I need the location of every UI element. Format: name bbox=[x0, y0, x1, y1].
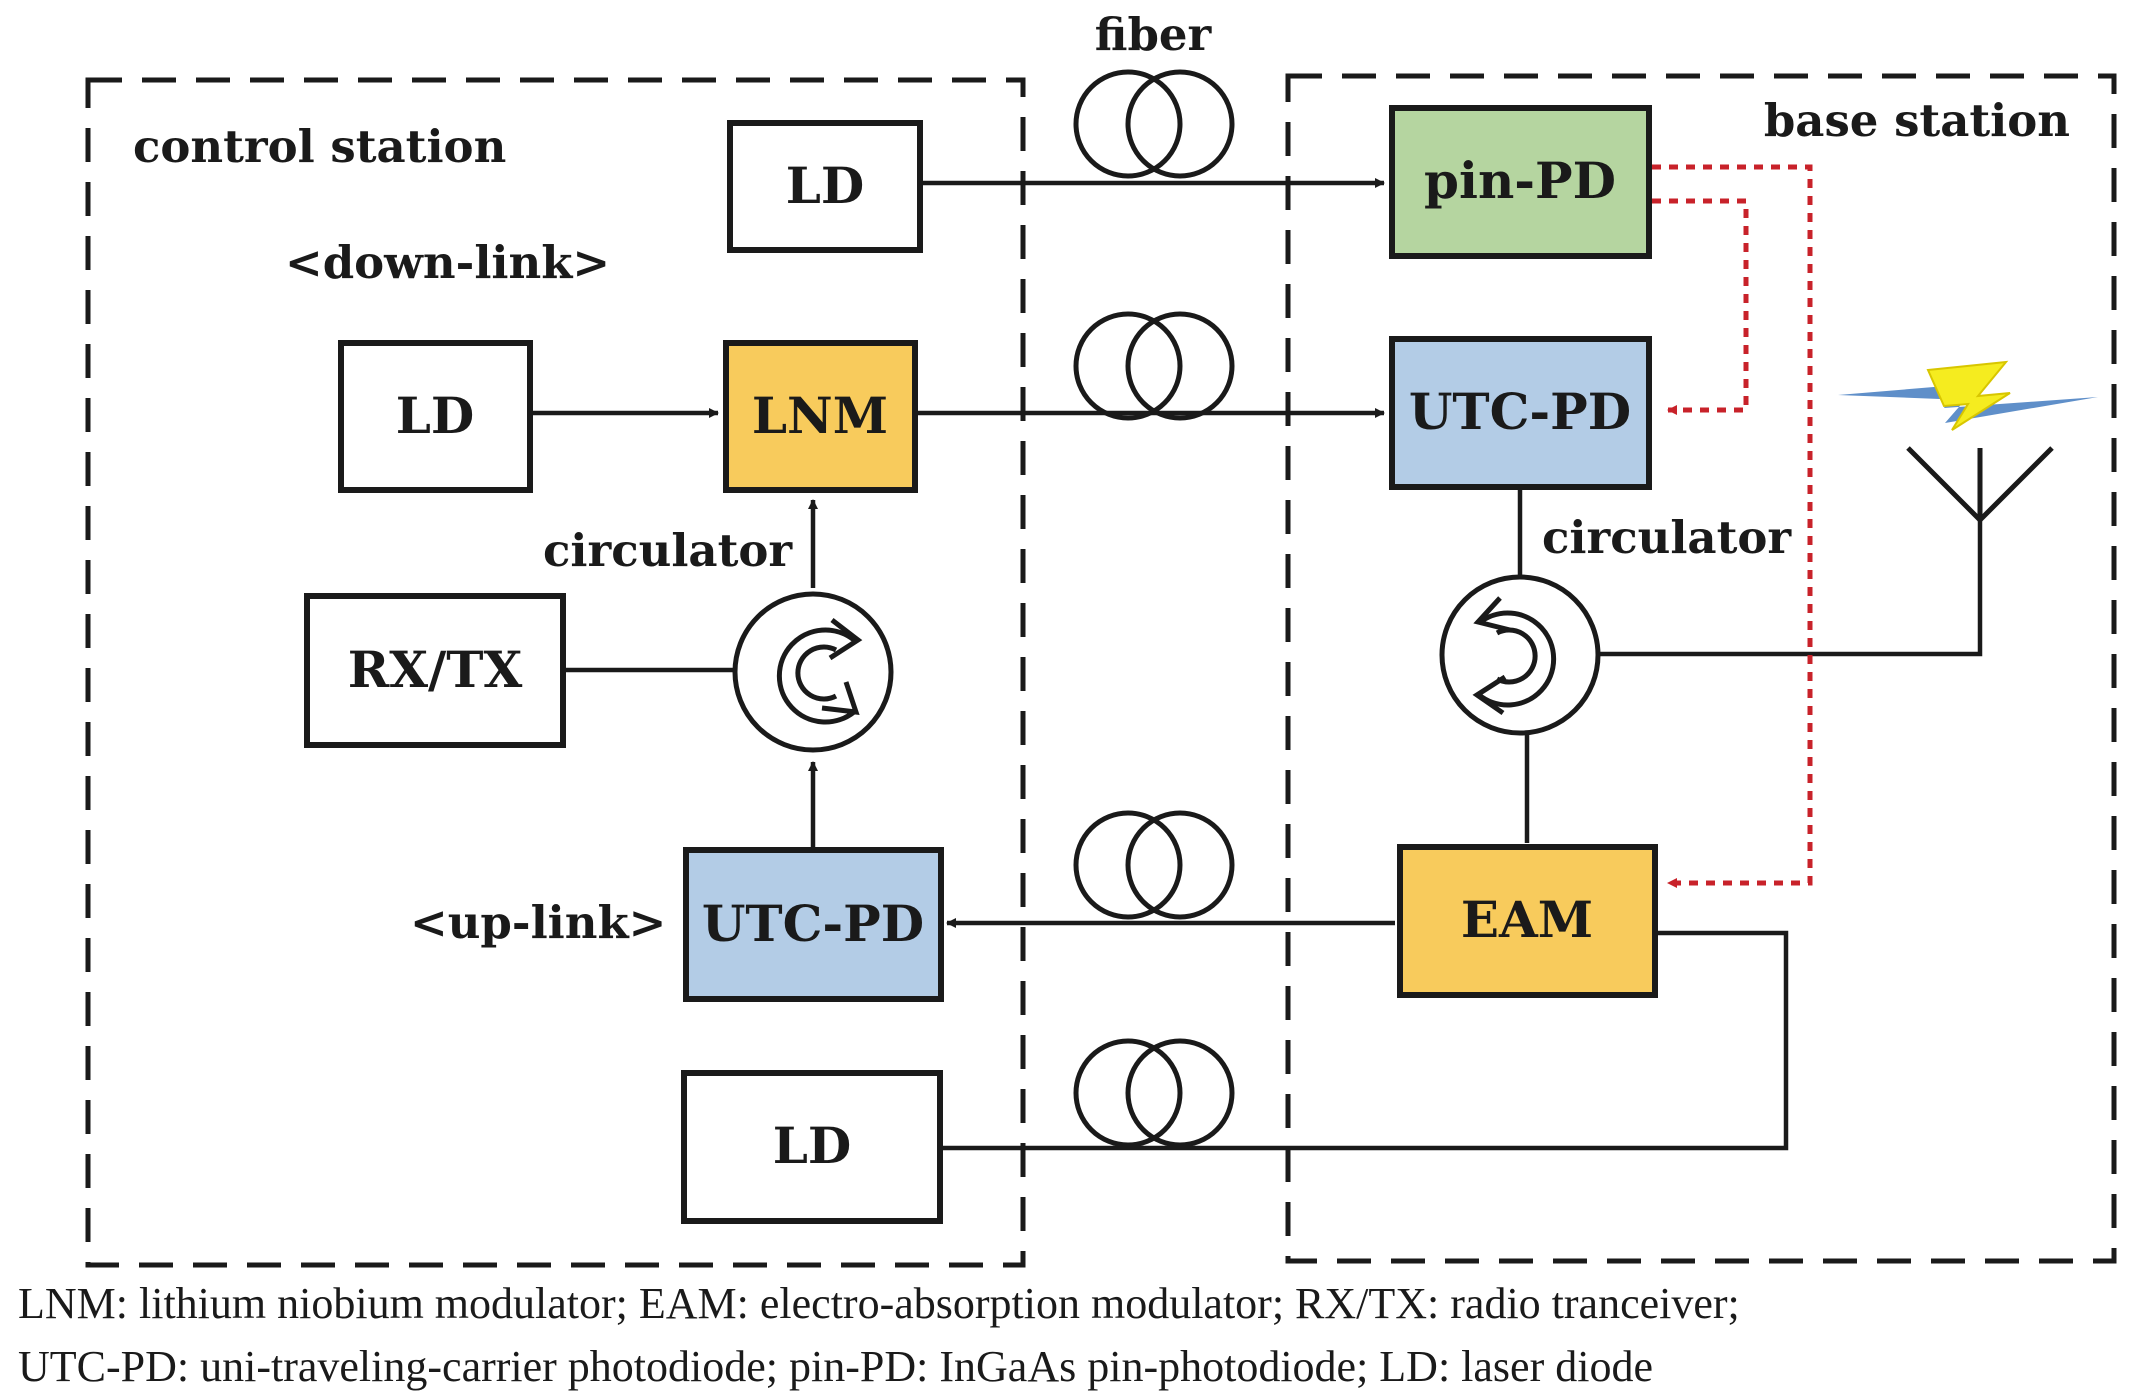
legend-line-1: LNM: lithium niobium modulator; EAM: ele… bbox=[18, 1279, 1740, 1328]
circulator-icon bbox=[732, 591, 894, 753]
antenna-icon bbox=[1906, 446, 2054, 522]
fiber-coil-icon bbox=[1073, 1038, 1235, 1148]
up-link-label: <up-link> bbox=[410, 896, 666, 949]
svg-text:LD: LD bbox=[786, 156, 865, 215]
svg-text:pin-PD: pin-PD bbox=[1424, 151, 1616, 210]
utcpd-block-right: UTC-PD bbox=[1389, 336, 1652, 490]
utcpd-block-left: UTC-PD bbox=[683, 847, 944, 1002]
base-station-region bbox=[1285, 73, 2117, 1264]
svg-text:RX/TX: RX/TX bbox=[348, 640, 523, 699]
fiber-link-4 bbox=[940, 930, 1789, 1151]
circulator-icon bbox=[1439, 574, 1601, 736]
fiber-label: fiber bbox=[1095, 8, 1213, 61]
svg-text:LD: LD bbox=[396, 386, 475, 445]
fiber-coil-icon bbox=[1073, 810, 1235, 920]
circulator-antenna-link bbox=[1600, 520, 1983, 657]
pinpd-eam-control bbox=[1652, 164, 1813, 888]
control-station-region bbox=[85, 77, 1026, 1268]
lightning-icon bbox=[1838, 360, 2098, 431]
svg-text:LD: LD bbox=[773, 1116, 852, 1175]
pinpd-block: pin-PD bbox=[1389, 105, 1652, 259]
circulator-label-right: circulator bbox=[1542, 511, 1792, 564]
down-link-label: <down-link> bbox=[285, 236, 610, 289]
lnm-block: LNM bbox=[723, 340, 918, 493]
fiber-coil-icon bbox=[1073, 69, 1235, 179]
svg-text:UTC-PD: UTC-PD bbox=[1409, 382, 1631, 441]
ld-block-top: LD bbox=[727, 120, 923, 253]
ld-block-mid: LD bbox=[338, 340, 533, 493]
circulator-label-left: circulator bbox=[543, 524, 793, 577]
rxtx-block: RX/TX bbox=[304, 593, 566, 748]
eam-block: EAM bbox=[1397, 844, 1658, 998]
svg-text:LNM: LNM bbox=[752, 386, 888, 445]
legend-line-2: UTC-PD: uni-traveling-carrier photodiode… bbox=[18, 1342, 1653, 1391]
pinpd-utcpd-control bbox=[1652, 198, 1749, 415]
control-station-label: control station bbox=[133, 120, 506, 173]
svg-text:EAM: EAM bbox=[1461, 890, 1593, 949]
base-station-label: base station bbox=[1764, 94, 2070, 147]
ld-block-bottom: LD bbox=[681, 1070, 943, 1224]
svg-text:UTC-PD: UTC-PD bbox=[702, 894, 924, 953]
fiber-coil-icon bbox=[1073, 311, 1235, 421]
